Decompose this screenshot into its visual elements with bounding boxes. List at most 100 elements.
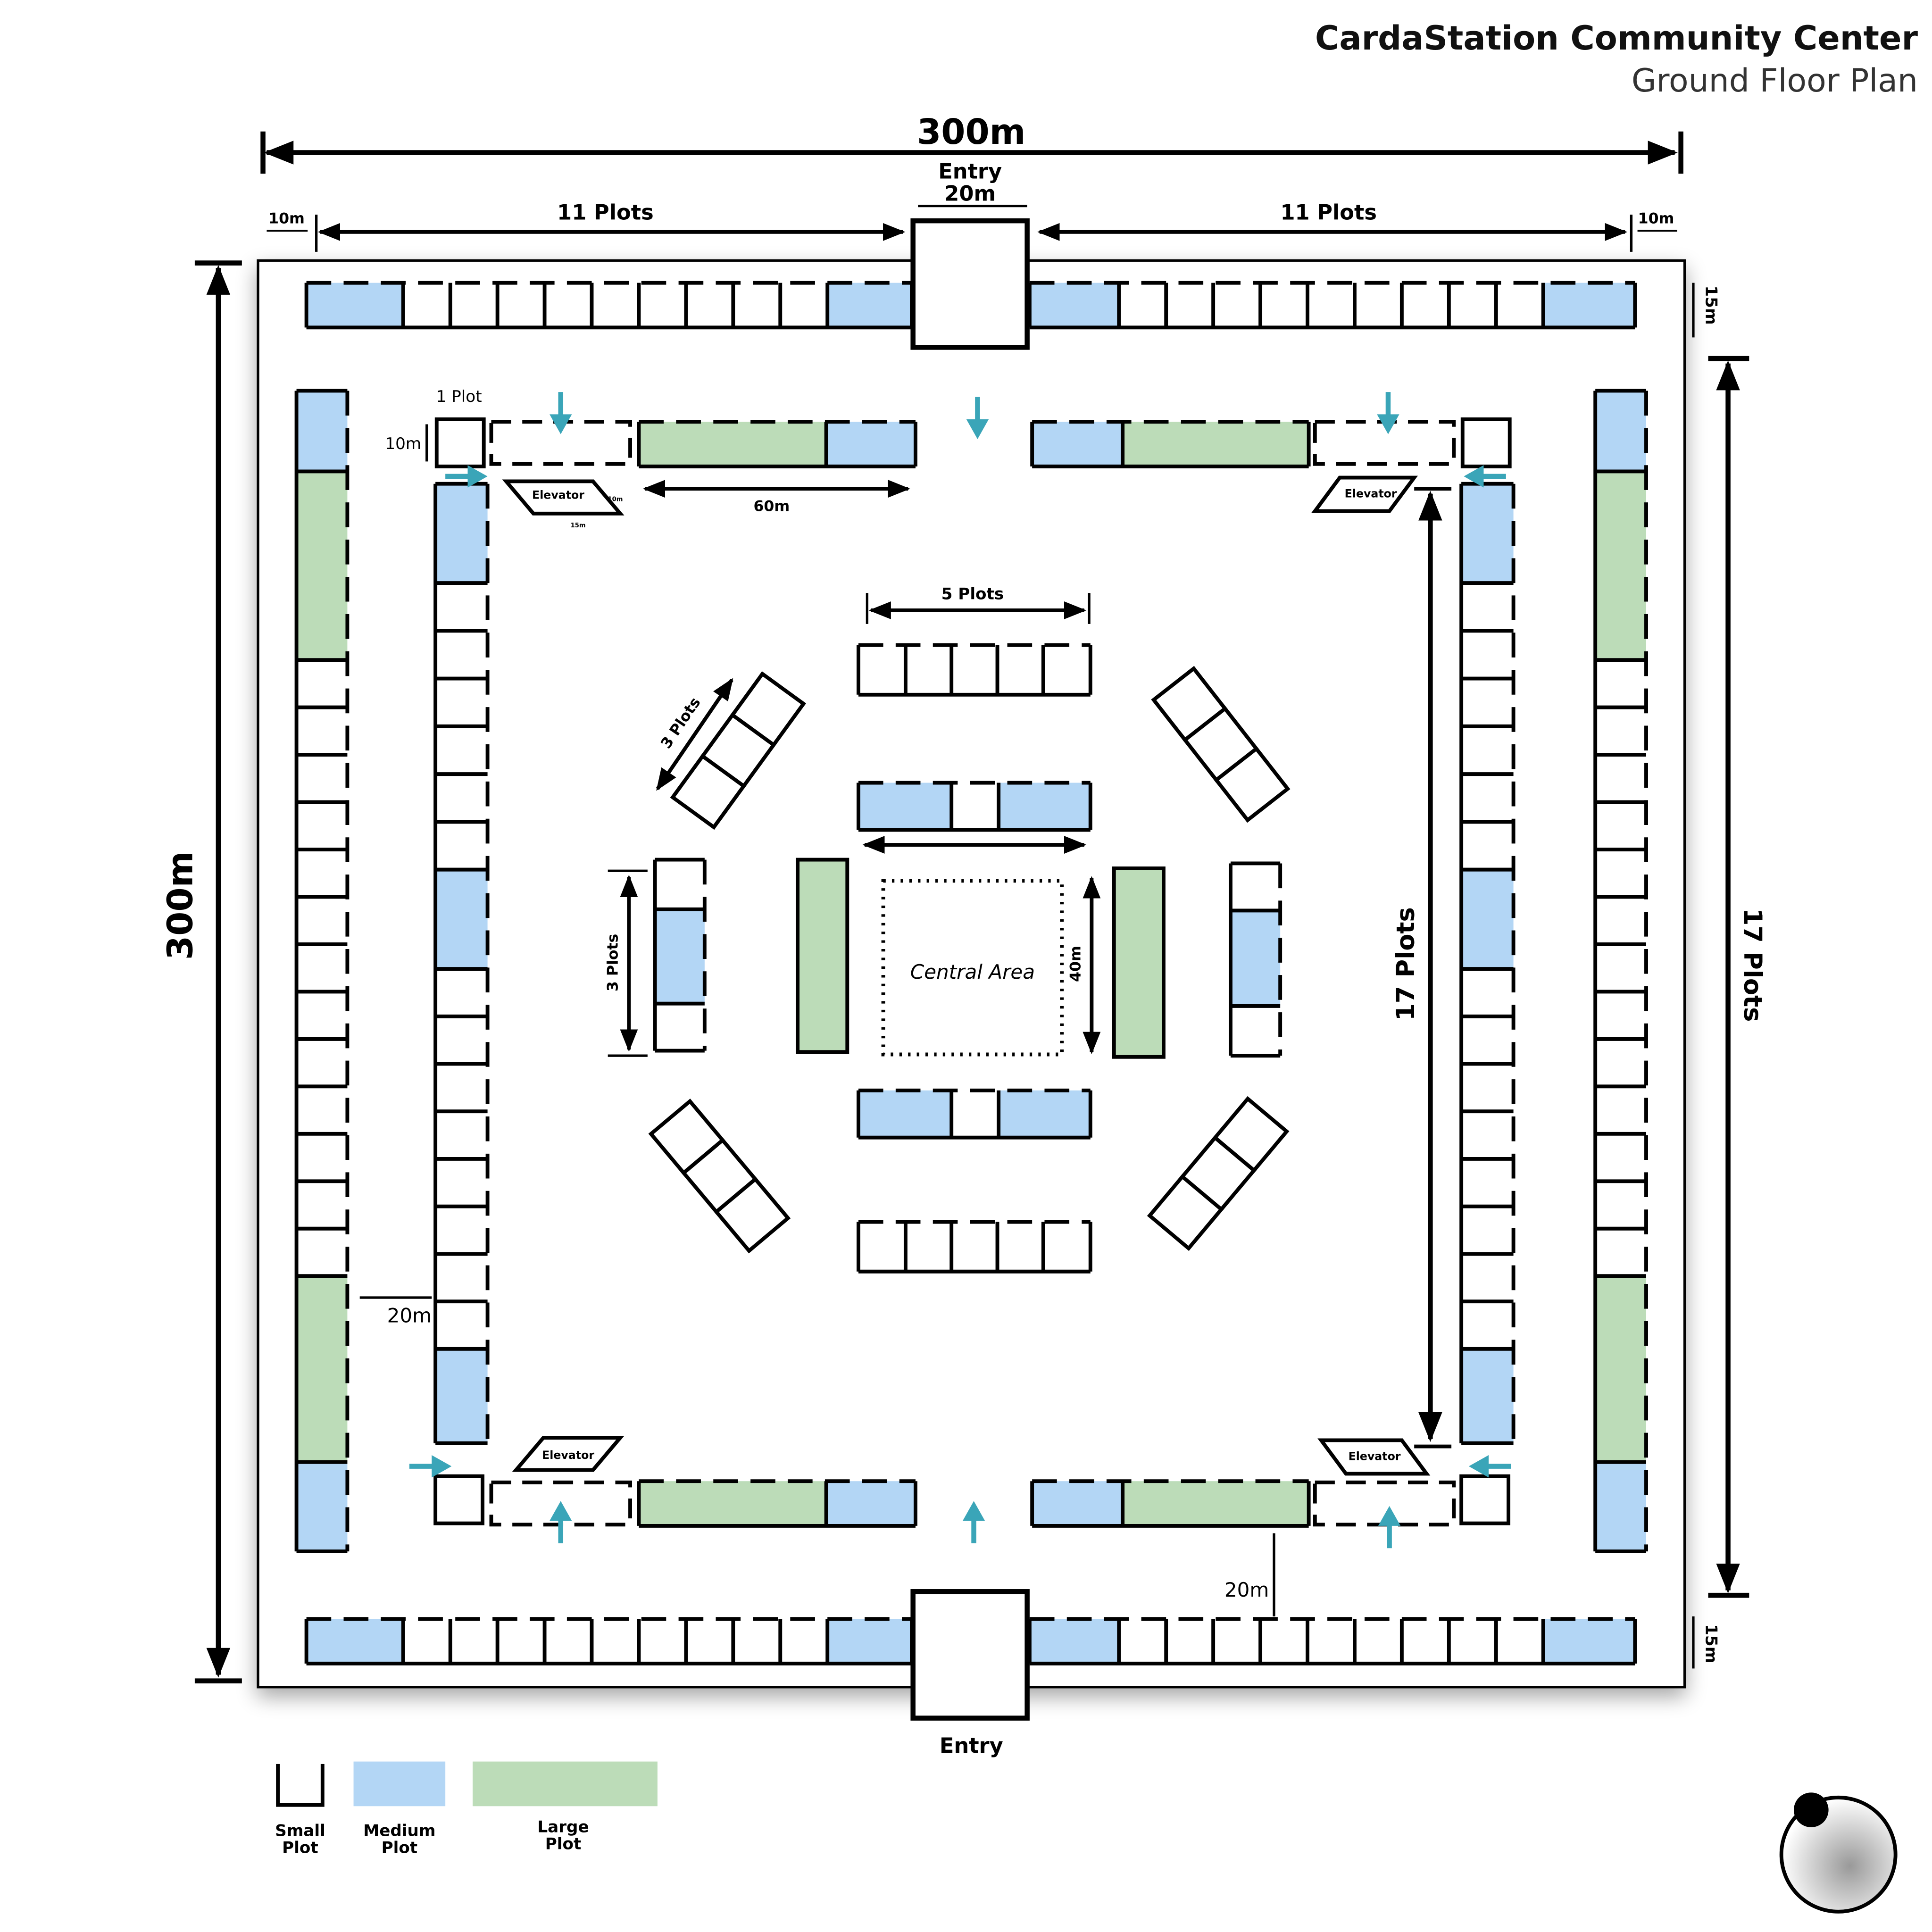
small-plot: [780, 1619, 828, 1664]
arrow-icon: [1378, 1506, 1401, 1549]
large-plot: [1595, 471, 1647, 660]
medium-plot: [827, 1619, 912, 1664]
small-plot: [296, 944, 348, 992]
medium-plot: [435, 1349, 488, 1443]
small-plot: [1595, 897, 1647, 944]
outer-bottom-row-right: [1027, 1617, 1637, 1666]
small-plot: [435, 678, 488, 726]
elevator-label: Elevator: [1349, 1450, 1401, 1463]
small-plot: [780, 283, 828, 328]
dim-label-elevator-depth: 10m: [608, 496, 623, 503]
diag-block-bottom-left: [648, 1099, 791, 1254]
medium-plot: [826, 422, 916, 466]
entry-top: [910, 218, 1030, 350]
outer-left-column: [294, 389, 350, 1554]
small-plot: [435, 1064, 488, 1112]
small-plot: [1043, 645, 1091, 695]
large-plot: [296, 1276, 348, 1462]
elevator-bottom-left: [512, 1436, 625, 1472]
small-plot: [905, 645, 952, 695]
small-plot: [435, 1016, 488, 1064]
small-plot: [1461, 678, 1514, 726]
small-plot: [1595, 849, 1647, 897]
small-plot: [686, 283, 733, 328]
small-plot: [1401, 1619, 1449, 1664]
medium-plot: [306, 283, 403, 328]
large-plot-left: [796, 858, 849, 1054]
large-plot: [296, 471, 348, 660]
plan-subtitle: Ground Floor Plan: [1631, 62, 1918, 100]
dim-label-margin-left: 10m: [268, 210, 305, 227]
small-plot: [951, 783, 999, 830]
small-plot: [1496, 283, 1543, 328]
arrow-icon: [550, 392, 572, 434]
legend-medium-swatch: [353, 1761, 446, 1807]
medium-plot: [306, 1619, 403, 1664]
logo-dot: [1793, 1792, 1829, 1827]
central-area: [881, 879, 1064, 1057]
dim-label-depth-bottom: 15m: [1701, 1624, 1720, 1663]
dim-label-plot-depth: 10m: [385, 434, 421, 453]
small-plot: [435, 726, 488, 774]
small-plot: [435, 1301, 488, 1349]
medium-plot: [296, 1462, 348, 1552]
small-plot: [296, 897, 348, 944]
central-area-label: Central Area: [910, 960, 1035, 983]
small-plot: [1595, 944, 1647, 992]
small-plot: [435, 1254, 488, 1302]
medium-plot: [1595, 391, 1647, 472]
small-plot: [655, 859, 705, 909]
medium-plot: [1230, 910, 1281, 1006]
inner-top-row-left: [637, 420, 917, 468]
single-plot: [434, 417, 486, 468]
large-plot: [639, 1481, 826, 1526]
medium-plot: [1029, 283, 1119, 328]
dim-label-right-inner: 17 Plots: [1391, 907, 1420, 1021]
dim-diag-plots: [656, 678, 733, 791]
dim-label-margin-right: 10m: [1638, 210, 1674, 227]
small-plot: [858, 1222, 906, 1272]
small-plot: [1461, 631, 1514, 679]
dim-label-corridor-bottom: 20m: [1224, 1578, 1269, 1601]
medium-plot: [827, 283, 912, 328]
dim-label-corridor-left: 20m: [387, 1304, 432, 1327]
small-plot: [1461, 583, 1514, 631]
entry-bottom: [910, 1589, 1030, 1721]
outer-right-column: [1593, 389, 1648, 1554]
center-bottom-row: [857, 1220, 1092, 1274]
small-plot: [1260, 1619, 1308, 1664]
small-plot: [1595, 802, 1647, 850]
small-plot: [497, 1619, 545, 1664]
small-plot: [1461, 1301, 1514, 1349]
small-plot: [1307, 1619, 1355, 1664]
small-plot: [1354, 283, 1402, 328]
small-plot: [733, 1619, 781, 1664]
medium-plot: [655, 909, 705, 1004]
dim-label-top-right: 11 Plots: [1280, 200, 1377, 225]
small-plot: [1595, 1039, 1647, 1087]
small-plot: [1260, 283, 1308, 328]
center-right-column: [1229, 861, 1282, 1058]
small-plot: [714, 1176, 791, 1254]
inner-right-column: [1459, 482, 1516, 1445]
legend-large-swatch: [473, 1761, 658, 1807]
arrow-icon: [966, 397, 989, 440]
dim-label-central-depth: 40m: [1067, 946, 1084, 982]
inner-bottom-row-left: [637, 1479, 917, 1528]
small-plot: [1461, 969, 1514, 1016]
inner-left-column: [433, 482, 490, 1445]
small-plot: [686, 1619, 733, 1664]
center-lower-mid-row: [857, 1088, 1092, 1140]
compass-logo-icon: [1779, 1792, 1898, 1914]
elevator-label: Elevator: [532, 488, 584, 501]
small-plot: [1213, 283, 1261, 328]
center-upper-mid-row: [857, 781, 1092, 832]
small-plot: [733, 283, 781, 328]
arrow-icon: [1468, 1455, 1511, 1478]
medium-plot: [435, 869, 488, 969]
small-plot: [1119, 1619, 1166, 1664]
center-left-column: [653, 858, 707, 1053]
